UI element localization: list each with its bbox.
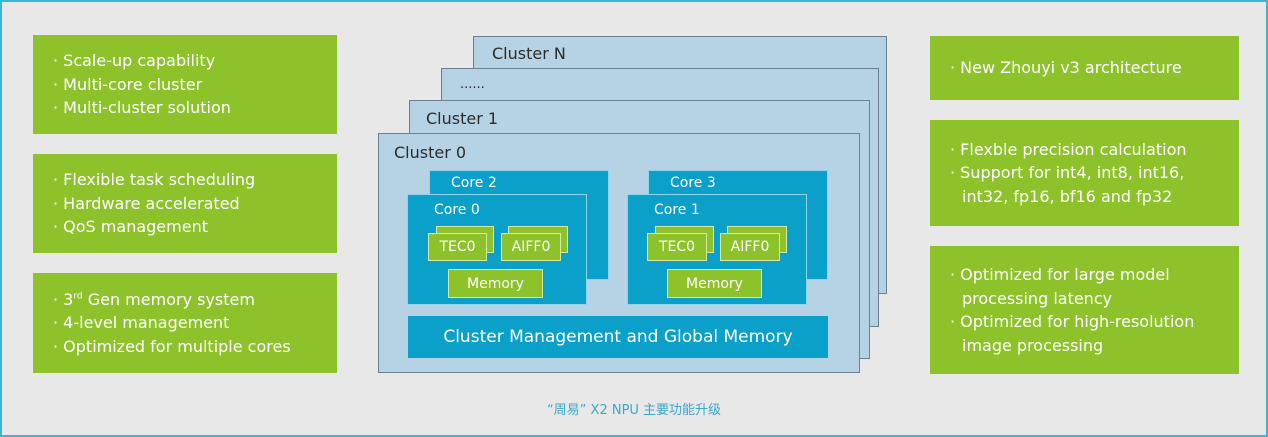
cluster-label: ...... [460,77,485,92]
cluster-label: Cluster 1 [426,109,499,128]
feature-panel-precision: · Flexble precision calculation · Suppor… [930,120,1239,226]
feature-line: int32, fp16, bf16 and fp32 [962,186,1173,206]
core-memory: Memory [448,269,543,298]
figure-caption: “周易” X2 NPU 主要功能升级 [546,403,722,418]
cluster-label: Cluster 0 [394,143,467,162]
feature-line: · 3rd Gen memory system [53,288,337,312]
tec0-unit: TEC0 [647,233,707,261]
feature-line: image processing [962,335,1104,355]
feature-text: Gen memory system [82,289,255,309]
feature-panel-memory: · 3rd Gen memory system · 4-level manage… [33,273,337,373]
feature-panel-optimization: · Optimized for large model processing l… [930,246,1239,374]
aiff0-unit: AIFF0 [720,233,780,261]
core-memory: Memory [667,269,762,298]
feature-line: · Flexble precision calculation [950,139,1187,159]
feature-line: processing latency [962,288,1113,308]
aiff0-unit: AIFF0 [501,233,561,261]
feature-line: · Multi-core cluster [53,74,203,94]
feature-text: · 3 [53,289,74,309]
tec0-unit: TEC0 [428,233,487,261]
core-label: Core 3 [670,175,716,191]
feature-line: · Optimized for high-resolution [950,312,1195,331]
core-label: Core 1 [654,202,700,218]
feature-line: · Scale-up capability [53,51,216,71]
feature-line: · Flexible task scheduling [53,170,256,190]
core-label: Core 2 [451,175,497,191]
feature-line: · 4-level management [53,313,230,333]
feature-panel-scaleup: · Scale-up capability · Multi-core clust… [33,35,337,134]
cluster-management-global-memory: Cluster Management and Global Memory [408,316,828,358]
feature-line: · QoS management [53,217,208,237]
feature-line: · Optimized for large model [950,265,1170,284]
feature-panel-architecture: · New Zhouyi v3 architecture [930,36,1239,100]
feature-line: · Multi-cluster solution [53,98,231,118]
feature-line: · Support for int4, int8, int16, [950,163,1185,183]
core-label: Core 0 [434,202,480,218]
feature-line: · Optimized for multiple cores [53,336,291,356]
feature-line: · New Zhouyi v3 architecture [950,58,1182,78]
cluster-label: Cluster N [492,44,566,63]
feature-panel-scheduling: · Flexible task scheduling · Hardware ac… [33,154,337,253]
ordinal-suffix: rd [73,291,83,302]
feature-line: · Hardware accelerated [53,193,240,213]
